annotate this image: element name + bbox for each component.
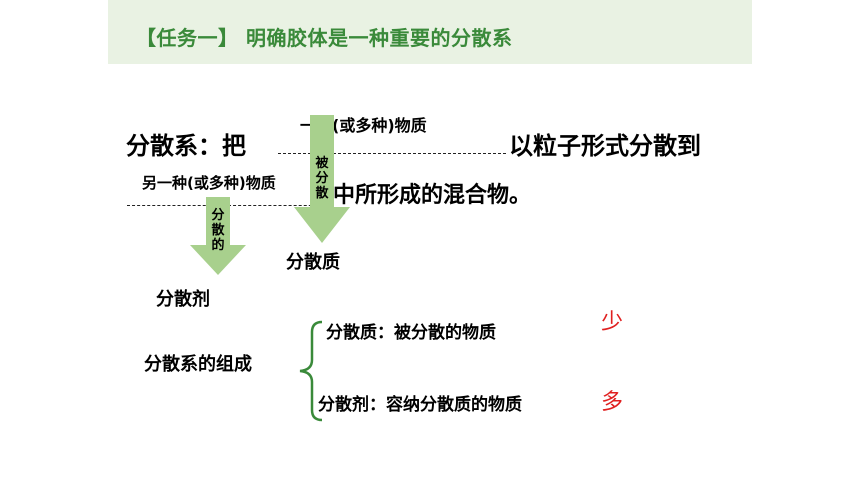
definition-middle: 以粒子形式分散到 [509, 132, 701, 160]
composition-item-medium: 分散剂：容纳分散质的物质 [318, 395, 522, 415]
note-more: 多 [601, 390, 624, 415]
arrow-shape-left [190, 197, 246, 275]
arrow-label-right: 被 分 散 [315, 156, 329, 201]
arrow-shape-right [294, 115, 350, 243]
composition-heading: 分散系的组成 [144, 354, 252, 375]
composition-item-dispersed: 分散质：被分散的物质 [326, 323, 496, 343]
banner-title: 【任务一】 明确胶体是一种重要的分散系 [136, 26, 513, 50]
definition-start: 分散系：把 [126, 126, 246, 161]
definition-end: 中所形成的混合物。 [333, 183, 532, 208]
curly-brace [299, 320, 323, 422]
blank-dispersed [278, 153, 506, 154]
colon-ba: ：把 [198, 132, 246, 160]
title-banner: 【任务一】 明确胶体是一种重要的分散系 [108, 0, 752, 64]
arrow-label-left: 分 散 的 [211, 208, 225, 253]
note-less: 少 [601, 310, 624, 335]
label-fensanji: 分散剂 [156, 289, 210, 310]
answer-medium: 另一种(或多种)物质 [142, 174, 276, 192]
term-fensanxi: 分散系 [126, 132, 198, 160]
label-fensanzhi: 分散质 [286, 252, 340, 273]
